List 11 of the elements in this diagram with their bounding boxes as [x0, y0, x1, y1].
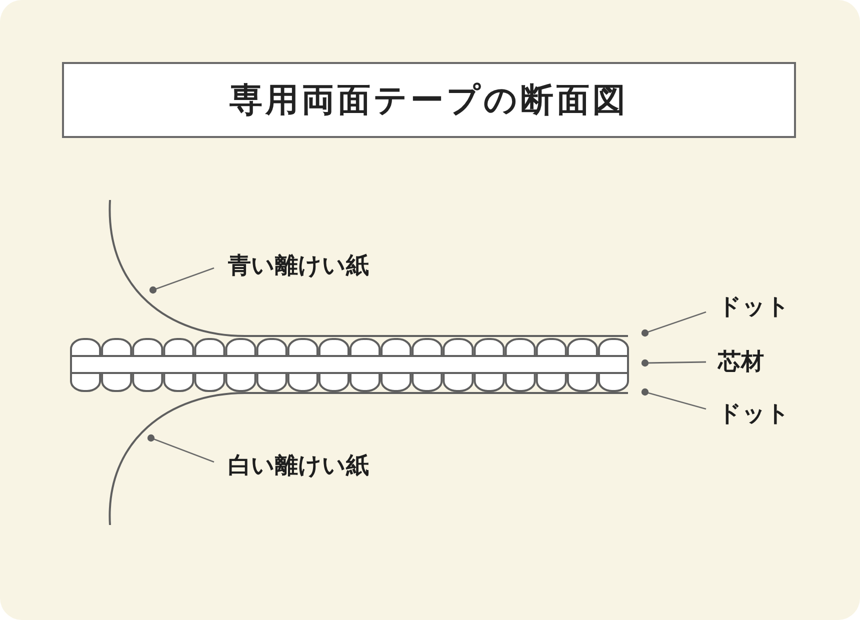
part-label: 芯材	[718, 348, 764, 376]
leader-line	[641, 359, 706, 367]
part-label: ドット	[718, 400, 790, 428]
leader-line	[149, 267, 214, 294]
part-label: 白い離けい紙	[228, 452, 369, 480]
part-label: ドット	[718, 293, 790, 321]
part-label: 青い離けい紙	[228, 252, 369, 280]
title-box: 専用両面テープの断面図	[62, 62, 796, 138]
leader-line	[641, 311, 706, 337]
leader-line	[147, 434, 214, 463]
leader-line	[641, 388, 706, 410]
